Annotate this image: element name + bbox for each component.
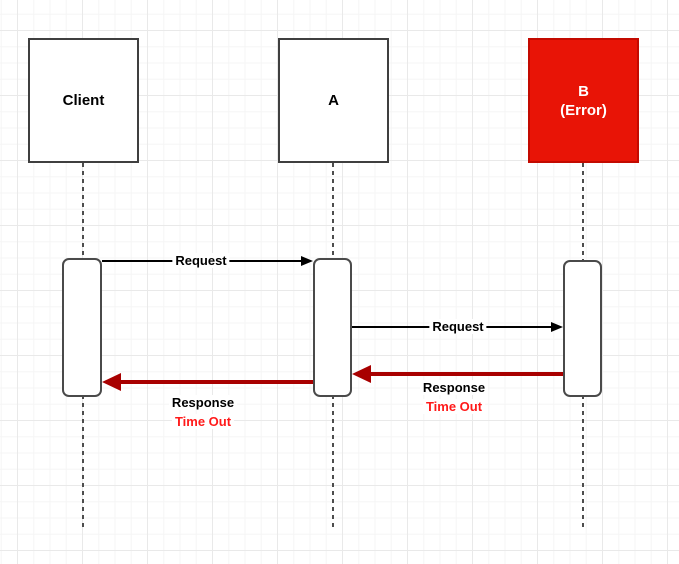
actor-box-a[interactable]: A bbox=[278, 38, 389, 163]
arrow-response-a-to-client[interactable] bbox=[119, 380, 313, 384]
actor-box-client[interactable]: Client bbox=[28, 38, 139, 163]
label-request-client-to-a: Request bbox=[172, 253, 230, 268]
activation-bar-b[interactable] bbox=[563, 260, 602, 397]
actor-label-a: A bbox=[328, 92, 339, 109]
arrowhead-left-icon bbox=[352, 365, 371, 383]
label-timeout-b-to-a: Time Out bbox=[422, 399, 486, 414]
label-response-a-to-client: Response bbox=[168, 395, 238, 410]
label-timeout-a-to-client: Time Out bbox=[171, 414, 235, 429]
actor-box-b-error[interactable]: B (Error) bbox=[528, 38, 639, 163]
arrow-response-b-to-a[interactable] bbox=[369, 372, 563, 376]
actor-label-b: B bbox=[578, 82, 589, 100]
activation-bar-a[interactable] bbox=[313, 258, 352, 397]
label-response-b-to-a: Response bbox=[419, 380, 489, 395]
arrowhead-left-icon bbox=[102, 373, 121, 391]
label-request-a-to-b: Request bbox=[429, 319, 487, 334]
actor-label-client: Client bbox=[62, 92, 105, 109]
actor-sublabel-b-error: (Error) bbox=[560, 101, 607, 119]
arrowhead-right-icon bbox=[551, 322, 563, 332]
arrowhead-right-icon bbox=[301, 256, 313, 266]
activation-bar-client[interactable] bbox=[62, 258, 102, 397]
